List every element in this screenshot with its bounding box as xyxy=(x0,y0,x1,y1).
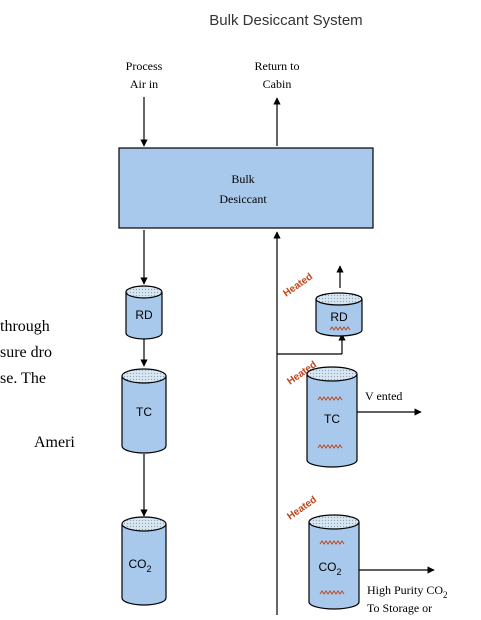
left-co2-label: CO xyxy=(128,557,146,571)
left-tc-label: TC xyxy=(136,405,152,419)
right-rd-label: RD xyxy=(330,310,348,324)
high-purity-label: High Purity CO xyxy=(367,583,443,597)
left-co2-subscript: 2 xyxy=(146,564,151,574)
background-text-line-4: Ameri xyxy=(34,434,75,451)
high-purity-subscript: 2 xyxy=(443,590,448,600)
return-cabin-label-2: Cabin xyxy=(263,77,292,91)
left-tc-cylinder: TC xyxy=(121,368,167,454)
heater-coil-icon xyxy=(319,590,345,595)
background-text-line-1: through xyxy=(0,318,50,335)
background-text-line-2: sure dro xyxy=(0,344,52,361)
return-cabin-label-1: Return to xyxy=(255,59,300,73)
left-co2-cylinder: CO2 xyxy=(121,516,167,606)
right-rd-cylinder: RD xyxy=(315,292,363,337)
bulk-desiccant-box xyxy=(118,147,374,229)
left-rd-label: RD xyxy=(135,308,153,322)
heater-coil-icon xyxy=(329,326,351,331)
background-text-line-3: se. The xyxy=(0,370,46,387)
svg-text:CO2: CO2 xyxy=(318,560,341,577)
to-storage-label: To Storage or xyxy=(367,601,432,615)
heater-coil-icon xyxy=(317,444,343,449)
process-air-label-1: Process xyxy=(126,59,163,73)
svg-text:High Purity CO2: High Purity CO2 xyxy=(367,583,448,600)
left-rd-cylinder: RD xyxy=(125,285,163,340)
heater-coil-icon xyxy=(317,396,343,401)
right-co2-label: CO xyxy=(318,560,336,574)
right-co2-cylinder: CO2 xyxy=(308,514,360,610)
svg-text:CO2: CO2 xyxy=(128,557,151,574)
right-co2-subscript: 2 xyxy=(336,567,341,577)
diagram-title: Bulk Desiccant System xyxy=(209,12,362,29)
process-air-label-2: Air in xyxy=(130,77,158,91)
vented-label: V ented xyxy=(365,389,402,403)
bulk-desiccant-label-2: Desiccant xyxy=(219,192,267,206)
right-tc-cylinder: TC xyxy=(306,366,358,468)
heater-coil-icon xyxy=(319,540,345,545)
bulk-desiccant-label-1: Bulk xyxy=(231,172,254,186)
right-tc-label: TC xyxy=(324,412,340,426)
